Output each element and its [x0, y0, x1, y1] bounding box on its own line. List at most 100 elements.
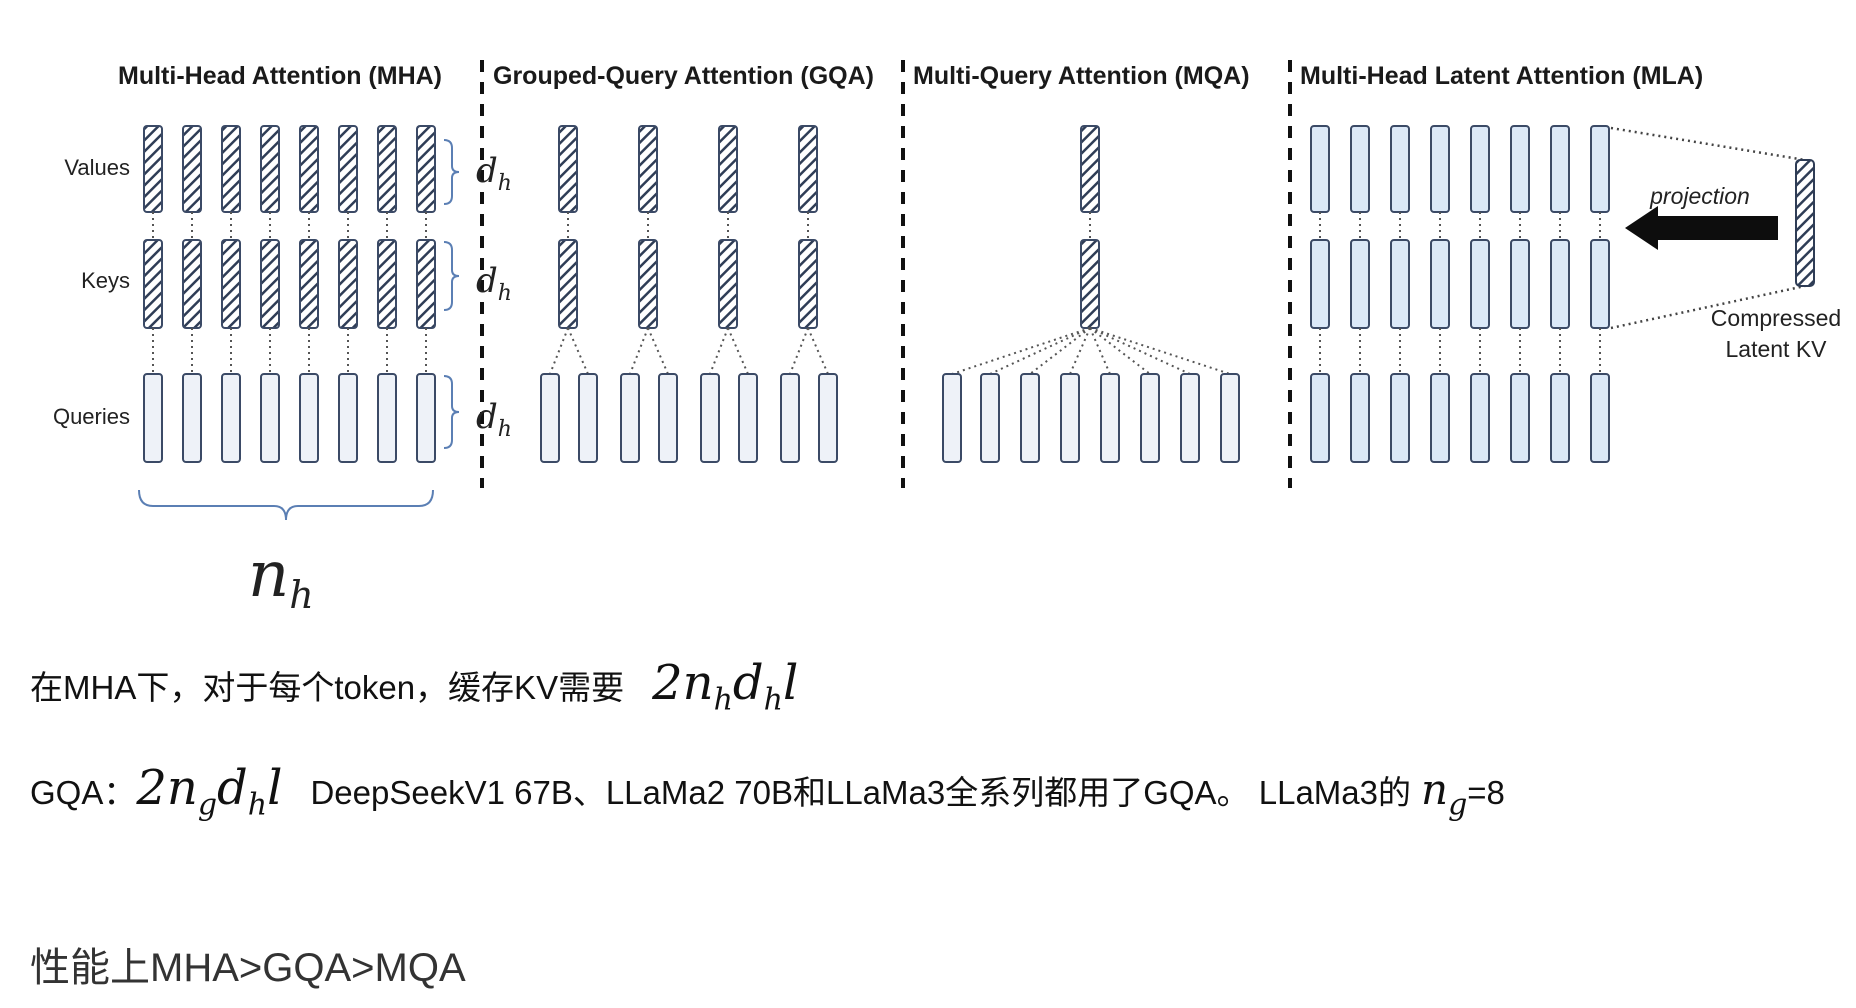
mha-value-head	[416, 125, 436, 213]
gqa-usage-text: DeepSeekV1 67B、LLaMa2 70B和LLaMa3全系列都用了GQ…	[310, 774, 1411, 811]
gqa-key-head	[558, 239, 578, 329]
compressed-latent-kv	[1795, 159, 1815, 287]
gqa-query-head	[658, 373, 678, 463]
gqa-query-head	[780, 373, 800, 463]
mqa-query-head	[1220, 373, 1240, 463]
gqa-query-head	[578, 373, 598, 463]
mla-value-head	[1470, 125, 1490, 213]
title-mha: Multi-Head Attention (MHA)	[118, 62, 442, 90]
mha-value-head	[377, 125, 397, 213]
heads-brace	[138, 489, 434, 521]
dim-label-keys: dh	[476, 261, 512, 306]
mha-key-head	[260, 239, 280, 329]
performance-line: 性能上MHA>GQA>MQA	[30, 946, 466, 990]
dim-label-values: dh	[476, 151, 512, 196]
gqa-query-head	[818, 373, 838, 463]
mha-key-head	[182, 239, 202, 329]
mqa-key-head	[1080, 239, 1100, 329]
mqa-query-head	[1100, 373, 1120, 463]
heads-label: nh	[248, 538, 314, 617]
mha-key-head	[377, 239, 397, 329]
mha-value-head	[221, 125, 241, 213]
mla-value-head	[1430, 125, 1450, 213]
mha-key-head	[338, 239, 358, 329]
gqa-formula: 2ngdhl	[136, 760, 283, 823]
gqa-value-head	[718, 125, 738, 213]
mha-query-head	[338, 373, 358, 463]
gqa-key-query-link	[567, 327, 589, 375]
mqa-query-head	[1180, 373, 1200, 463]
gqa-key-head	[638, 239, 658, 329]
gqa-value-head	[638, 125, 658, 213]
mha-value-head	[260, 125, 280, 213]
mla-key-head	[1430, 239, 1450, 329]
row-label-values: Values	[64, 155, 130, 180]
gqa-key-query-link	[789, 327, 809, 375]
gqa-key-query-link	[709, 327, 729, 375]
mha-key-head	[143, 239, 163, 329]
dim-label-queries: dh	[476, 397, 512, 442]
attention-heads	[143, 125, 1610, 463]
brace-queries	[443, 375, 460, 449]
mha-query-head	[221, 373, 241, 463]
gqa-prefix: GQA：	[30, 774, 137, 811]
mha-value-head	[299, 125, 319, 213]
mla-value-head	[1550, 125, 1570, 213]
gqa-key-head	[798, 239, 818, 329]
mha-key-head	[416, 239, 436, 329]
latent-label-2: Latent KV	[1725, 336, 1827, 362]
mha-cache-formula: 2nhdhl	[652, 655, 799, 718]
mla-query-head	[1550, 373, 1570, 463]
gqa-query-head	[540, 373, 560, 463]
llama3-ng-value: =8	[1467, 774, 1505, 811]
latent-connector-top	[1610, 126, 1806, 162]
mha-query-head	[416, 373, 436, 463]
mla-query-head	[1590, 373, 1610, 463]
gqa-key-query-link	[549, 327, 569, 375]
title-mqa: Multi-Query Attention (MQA)	[913, 62, 1250, 90]
mla-key-head	[1390, 239, 1410, 329]
gqa-key-query-link	[647, 327, 669, 375]
llama3-ng-var: ng	[1421, 765, 1468, 823]
brace-keys	[443, 241, 460, 311]
mqa-key-query-link	[989, 327, 1091, 375]
projection-arrow	[1625, 206, 1778, 250]
mha-query-head	[377, 373, 397, 463]
mla-key-head	[1550, 239, 1570, 329]
mla-key-head	[1350, 239, 1370, 329]
mla-value-head	[1310, 125, 1330, 213]
mla-query-head	[1510, 373, 1530, 463]
mha-query-head	[143, 373, 163, 463]
mla-query-head	[1350, 373, 1370, 463]
mha-query-head	[260, 373, 280, 463]
mla-value-head	[1590, 125, 1610, 213]
mha-query-head	[299, 373, 319, 463]
mha-value-head	[182, 125, 202, 213]
mqa-key-query-link	[1029, 327, 1091, 375]
gqa-query-head	[738, 373, 758, 463]
mha-key-head	[221, 239, 241, 329]
mla-key-head	[1510, 239, 1530, 329]
mla-query-head	[1430, 373, 1450, 463]
projection-label: projection	[1649, 183, 1750, 209]
mha-cache-line: 在MHA下，对于每个token，缓存KV需要 2nhdhl	[30, 655, 798, 718]
mha-query-head	[182, 373, 202, 463]
mla-key-head	[1310, 239, 1330, 329]
latent-label-1: Compressed	[1711, 305, 1841, 331]
title-mla: Multi-Head Latent Attention (MLA)	[1300, 62, 1703, 90]
mqa-value-head	[1080, 125, 1100, 213]
mla-value-head	[1350, 125, 1370, 213]
mha-cache-text: 在MHA下，对于每个token，缓存KV需要	[30, 669, 625, 706]
gqa-key-query-link	[807, 327, 829, 375]
mla-query-head	[1310, 373, 1330, 463]
mha-value-head	[338, 125, 358, 213]
gqa-query-head	[700, 373, 720, 463]
mqa-query-head	[1140, 373, 1160, 463]
gqa-key-query-link	[727, 327, 749, 375]
mqa-key-query-link	[1089, 327, 1111, 375]
brace-values	[443, 139, 460, 205]
mqa-key-query-link	[1089, 327, 1231, 375]
row-label-queries: Queries	[53, 404, 130, 429]
mla-query-head	[1470, 373, 1490, 463]
